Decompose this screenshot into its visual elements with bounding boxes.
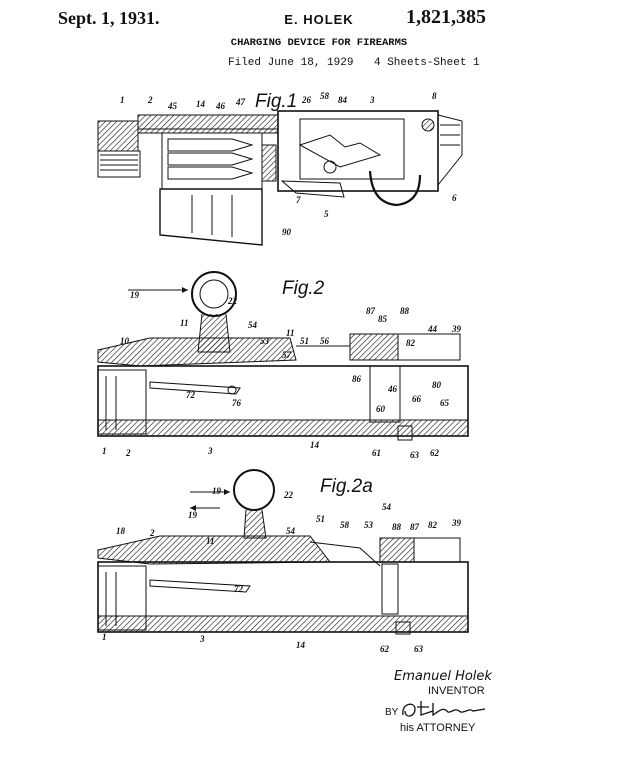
svg-text:2: 2 — [149, 528, 155, 538]
svg-text:19: 19 — [212, 486, 222, 496]
svg-text:56: 56 — [320, 336, 330, 346]
svg-text:1: 1 — [120, 95, 125, 105]
svg-text:58: 58 — [340, 520, 350, 530]
svg-text:58: 58 — [320, 91, 330, 101]
svg-text:62: 62 — [380, 644, 390, 654]
svg-text:11: 11 — [206, 536, 215, 546]
svg-text:63: 63 — [410, 450, 420, 460]
svg-text:22: 22 — [283, 490, 294, 500]
svg-text:14: 14 — [310, 440, 320, 450]
svg-text:60: 60 — [376, 404, 386, 414]
svg-text:39: 39 — [451, 518, 462, 528]
patent-title: CHARGING DEVICE FOR FIREARMS — [230, 37, 408, 49]
svg-text:54: 54 — [286, 526, 296, 536]
svg-text:11: 11 — [286, 328, 295, 338]
svg-text:46: 46 — [387, 384, 398, 394]
svg-text:85: 85 — [378, 314, 388, 324]
attorney-label: his ATTORNEY — [400, 722, 476, 734]
svg-text:80: 80 — [432, 380, 442, 390]
svg-text:54: 54 — [248, 320, 258, 330]
svg-text:88: 88 — [400, 306, 410, 316]
figure-1-drawing: Fig.1 1 2 45 14 46 47 26 58 84 3 8 7 5 6 90 — [97, 91, 463, 246]
inventor-signature: Emanuel Holek — [394, 669, 492, 684]
svg-text:88: 88 — [392, 522, 402, 532]
svg-text:82: 82 — [406, 338, 416, 348]
svg-text:3: 3 — [207, 446, 213, 456]
svg-text:1: 1 — [102, 632, 107, 642]
svg-text:8: 8 — [432, 91, 437, 101]
svg-text:10: 10 — [120, 336, 130, 346]
svg-text:14: 14 — [196, 99, 206, 109]
svg-text:3: 3 — [369, 95, 375, 105]
svg-text:7: 7 — [296, 195, 301, 205]
inventor-header: E. HOLEK — [284, 12, 354, 27]
figure-2-label: Fig.2 — [282, 278, 325, 299]
svg-text:5: 5 — [324, 209, 329, 219]
svg-text:66: 66 — [412, 394, 422, 404]
svg-text:6: 6 — [452, 193, 457, 203]
svg-text:19: 19 — [130, 290, 140, 300]
figure-2a-label: Fig.2a — [320, 476, 373, 497]
attorney-signature — [402, 701, 486, 717]
patent-date: Sept. 1, 1931. — [58, 8, 160, 28]
sheet-count: 4 Sheets-Sheet 1 — [374, 57, 480, 69]
svg-text:53: 53 — [260, 336, 270, 346]
svg-text:72: 72 — [234, 584, 244, 594]
svg-text:86: 86 — [352, 374, 362, 384]
svg-text:54: 54 — [382, 502, 392, 512]
inventor-label: INVENTOR — [428, 685, 485, 697]
patent-number: 1,821,385 — [406, 6, 486, 28]
figure-1-label: Fig.1 — [255, 91, 297, 112]
svg-text:26: 26 — [301, 95, 312, 105]
svg-text:11: 11 — [180, 318, 189, 328]
by-label: BY — [385, 707, 399, 718]
svg-text:72: 72 — [186, 390, 196, 400]
svg-text:44: 44 — [427, 324, 438, 334]
svg-text:47: 47 — [235, 97, 246, 107]
svg-text:57: 57 — [282, 350, 292, 360]
svg-text:76: 76 — [232, 398, 242, 408]
svg-text:18: 18 — [116, 526, 126, 536]
svg-text:62: 62 — [430, 448, 440, 458]
svg-text:3: 3 — [199, 634, 205, 644]
svg-text:19: 19 — [188, 510, 198, 520]
svg-text:2: 2 — [125, 448, 131, 458]
svg-text:65: 65 — [440, 398, 450, 408]
svg-text:63: 63 — [414, 644, 424, 654]
svg-text:1: 1 — [102, 446, 107, 456]
filed-date: Filed June 18, 1929 — [228, 57, 354, 69]
svg-text:61: 61 — [372, 448, 381, 458]
svg-text:82: 82 — [428, 520, 438, 530]
svg-text:2: 2 — [147, 95, 153, 105]
svg-text:53: 53 — [364, 520, 374, 530]
svg-text:51: 51 — [300, 336, 309, 346]
svg-text:46: 46 — [215, 101, 226, 111]
svg-text:51: 51 — [316, 514, 325, 524]
svg-text:87: 87 — [366, 306, 376, 316]
svg-text:90: 90 — [282, 227, 292, 237]
svg-text:39: 39 — [451, 324, 462, 334]
svg-text:45: 45 — [167, 101, 178, 111]
svg-text:84: 84 — [338, 95, 348, 105]
svg-text:22: 22 — [227, 296, 238, 306]
svg-text:87: 87 — [410, 522, 420, 532]
svg-text:14: 14 — [296, 640, 306, 650]
